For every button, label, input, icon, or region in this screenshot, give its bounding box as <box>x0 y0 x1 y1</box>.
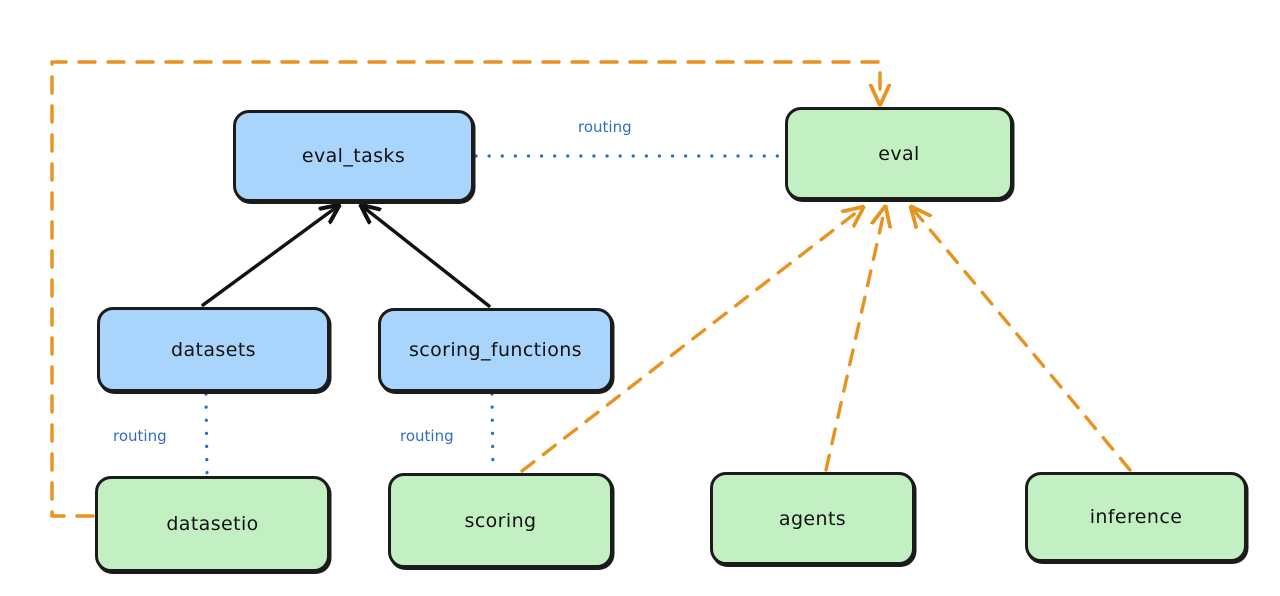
edge-inference-to-eval <box>912 208 1132 472</box>
edge-datasets-to-eval-tasks <box>201 206 338 307</box>
node-agents[interactable]: agents <box>710 472 915 565</box>
node-eval[interactable]: eval <box>785 107 1013 200</box>
edge-datasets-to-datasetio <box>204 392 209 476</box>
node-label: agents <box>778 507 847 530</box>
edge-label-routing-datasets: routing <box>113 427 167 445</box>
node-datasetio[interactable]: datasetio <box>95 476 330 572</box>
edge-label-routing-scoring: routing <box>400 427 454 445</box>
edge-datasetio-to-eval <box>50 60 880 518</box>
node-scoring-functions[interactable]: scoring_functions <box>378 308 613 392</box>
node-scoring[interactable]: scoring <box>388 473 613 568</box>
node-inference[interactable]: inference <box>1025 472 1247 562</box>
edge-scoring-functions-to-scoring <box>490 392 495 473</box>
edge-scoring-functions-to-eval-tasks <box>362 206 491 308</box>
node-label: datasets <box>171 338 256 361</box>
node-datasets[interactable]: datasets <box>97 307 330 392</box>
node-label: eval_tasks <box>301 145 406 167</box>
edge-scoring-to-eval <box>520 208 862 473</box>
node-label: scoring_functions <box>409 339 582 361</box>
node-eval-tasks[interactable]: eval_tasks <box>233 110 474 202</box>
node-label: scoring <box>464 509 537 532</box>
node-label: eval <box>878 142 920 165</box>
edge-agents-to-eval <box>824 208 885 472</box>
node-label: inference <box>1089 506 1183 528</box>
node-label: datasetio <box>166 513 259 535</box>
edge-label-routing-eval-tasks: routing <box>578 118 632 136</box>
